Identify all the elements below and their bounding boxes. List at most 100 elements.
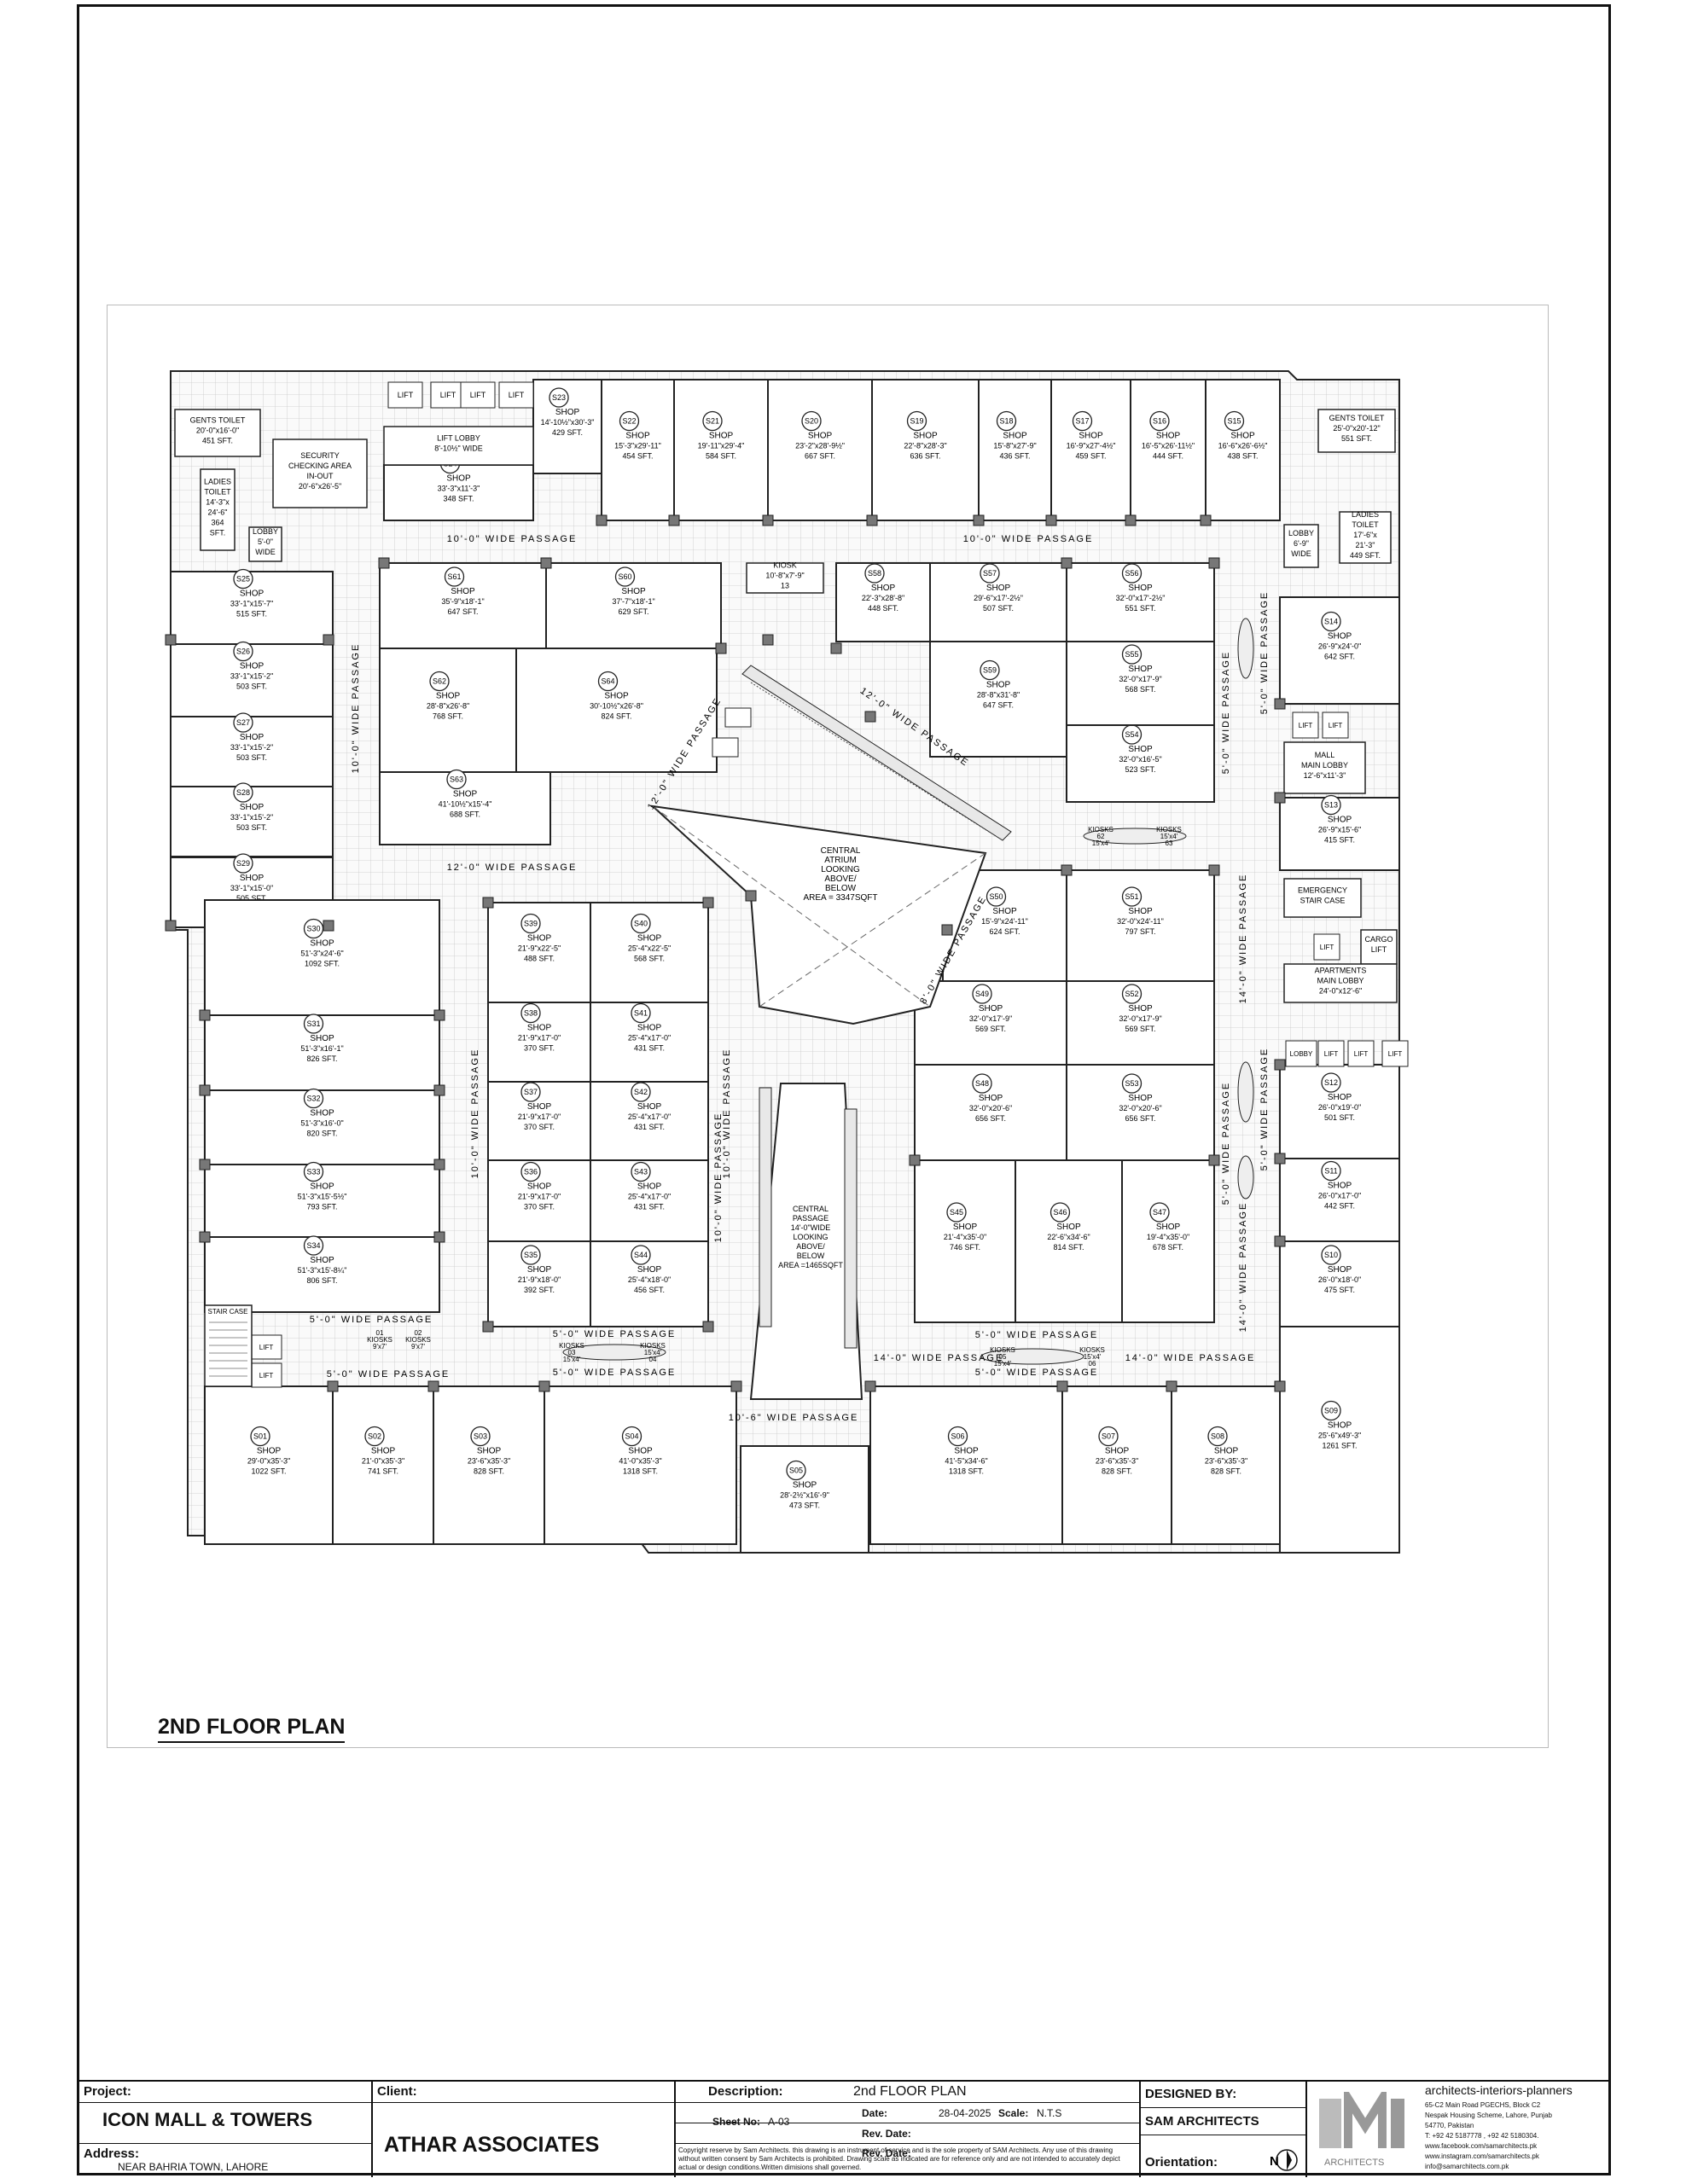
column xyxy=(1274,698,1286,710)
shop-name: SHOP xyxy=(637,934,662,944)
atrium-label: ATRIUM xyxy=(824,856,857,865)
shop-name: SHOP xyxy=(808,432,833,441)
shop-area: 568 SFT. xyxy=(634,955,665,963)
kiosk-13-text: KIOSK xyxy=(773,561,797,570)
kiosk-label: 01 xyxy=(376,1329,384,1337)
shop-name: SHOP xyxy=(453,790,478,799)
shop-name: SHOP xyxy=(979,1004,1003,1014)
shop-dimensions: 51'-3"x24'-6" xyxy=(300,950,343,958)
scale-label: Scale: xyxy=(998,2107,1029,2119)
gents-toilet-left-text: 20'-0"x16'-0" xyxy=(196,427,239,435)
lift-label: LIFT xyxy=(1320,944,1334,951)
shop-id: S28 xyxy=(236,788,250,797)
shop-id: S21 xyxy=(706,417,719,426)
kiosk-label: 03 xyxy=(568,1349,576,1356)
shop-number-bubble xyxy=(906,410,927,432)
kiosk-13-text: 10'-8"x7'-9" xyxy=(765,572,804,580)
shop-dimensions: 35'-9"x18'-1" xyxy=(441,597,484,606)
shop-area: 551 SFT. xyxy=(1125,604,1155,613)
firm-address-line: T: +92 42 5187778 , +92 42 5180304. xyxy=(1425,2132,1539,2140)
column xyxy=(1274,1153,1286,1165)
sam-logo: ARCHITECTS xyxy=(1312,2083,1415,2169)
column xyxy=(482,897,494,909)
shop-area: 473 SFT. xyxy=(789,1502,820,1510)
shop-number-bubble xyxy=(986,886,1007,907)
shop-number-bubble xyxy=(1121,563,1143,584)
column xyxy=(1208,557,1220,569)
shop-number-bubble xyxy=(946,1202,967,1223)
shop-name: SHOP xyxy=(310,1182,334,1192)
shop-dimensions: 32'-0"x16'-5" xyxy=(1119,755,1161,764)
shop-id: S15 xyxy=(1227,417,1241,426)
shop-name: SHOP xyxy=(1003,432,1027,441)
column xyxy=(538,1380,550,1392)
shop-area: 475 SFT. xyxy=(1324,1286,1355,1294)
lobby-right-lower: LOBBY xyxy=(1285,1040,1317,1067)
passage-label: 14'-0" WIDE PASSAGE xyxy=(1238,1202,1248,1333)
kiosks-62-63 xyxy=(1083,828,1187,845)
kiosk-label: 06 xyxy=(1089,1360,1096,1368)
shop-dimensions: 32'-0"x17'-9" xyxy=(1119,1014,1161,1023)
shop-number-bubble xyxy=(1207,1426,1228,1447)
column xyxy=(199,1084,211,1096)
lift: LIFT xyxy=(251,1362,282,1388)
column xyxy=(1274,1059,1286,1071)
column xyxy=(1208,1154,1220,1166)
shop-number-bubble xyxy=(1321,1400,1341,1421)
passage-label: 10'-0" WIDE PASSAGE xyxy=(722,1048,732,1179)
shop-dimensions: 51'-3"x15'-8¼" xyxy=(298,1266,347,1275)
column xyxy=(830,642,842,654)
shop-name: SHOP xyxy=(1128,665,1153,674)
shop-area: 348 SFT. xyxy=(443,495,474,503)
shop-number-bubble xyxy=(972,1073,992,1094)
shop-id: S13 xyxy=(1324,801,1338,810)
shop-number-bubble xyxy=(631,1245,651,1265)
passage-label: 14'-0" WIDE PASSAGE xyxy=(1125,1353,1256,1363)
shop-id: S32 xyxy=(306,1095,320,1103)
shop-area: 678 SFT. xyxy=(1153,1243,1183,1252)
escalator-upper xyxy=(741,665,1012,841)
column xyxy=(1200,514,1212,526)
client-name: ATHAR ASSOCIATES xyxy=(384,2133,600,2157)
shop-name: SHOP xyxy=(527,1182,552,1192)
ladies-toilet-right-text: 17'-6"x xyxy=(1353,531,1377,539)
shop-area: 523 SFT. xyxy=(1125,765,1155,774)
shop-dimensions: 21'-0"x35'-3" xyxy=(362,1457,404,1466)
mall-main-lobby-text: MALL xyxy=(1315,751,1335,759)
column xyxy=(1208,864,1220,876)
shop-id: S05 xyxy=(789,1467,803,1475)
gents-toilet-right-text: 551 SFT. xyxy=(1341,434,1372,443)
shop-name: SHOP xyxy=(913,432,938,441)
shop-id: S01 xyxy=(253,1432,267,1441)
shop-dimensions: 19'-11"x29'-4" xyxy=(698,442,745,450)
lift: LIFT xyxy=(498,381,534,409)
shop-dimensions: 19'-4"x35'-0" xyxy=(1147,1233,1189,1241)
escalator-lower-right xyxy=(844,1108,858,1349)
escalator-lower-left xyxy=(759,1087,772,1327)
shop-number-bubble xyxy=(631,1002,651,1024)
shop-dimensions: 28'-8"x26'-8" xyxy=(427,702,469,711)
atrium-label: BELOW xyxy=(825,884,857,893)
shop-dimensions: 21'-9"x17'-0" xyxy=(518,1193,561,1201)
lobby-right-text: WIDE xyxy=(1291,549,1311,558)
passage-label: 10'-0" WIDE PASSAGE xyxy=(470,1048,480,1179)
shop-name: SHOP xyxy=(1128,1004,1153,1014)
shop-name: SHOP xyxy=(446,474,471,484)
shop-number-bubble xyxy=(980,659,1000,681)
shop-area: 431 SFT. xyxy=(634,1203,665,1211)
shop-dimensions: 28'-8"x31'-8" xyxy=(977,691,1020,700)
column xyxy=(199,1159,211,1170)
kiosk-label: 15'x4' xyxy=(1084,1353,1102,1361)
shop-dimensions: 15'-9"x24'-11" xyxy=(981,917,1028,926)
shop-area: 828 SFT. xyxy=(1211,1467,1241,1476)
shop-name: SHOP xyxy=(1079,432,1103,441)
shop-name: SHOP xyxy=(793,1481,817,1490)
shop-area: 503 SFT. xyxy=(236,753,267,762)
